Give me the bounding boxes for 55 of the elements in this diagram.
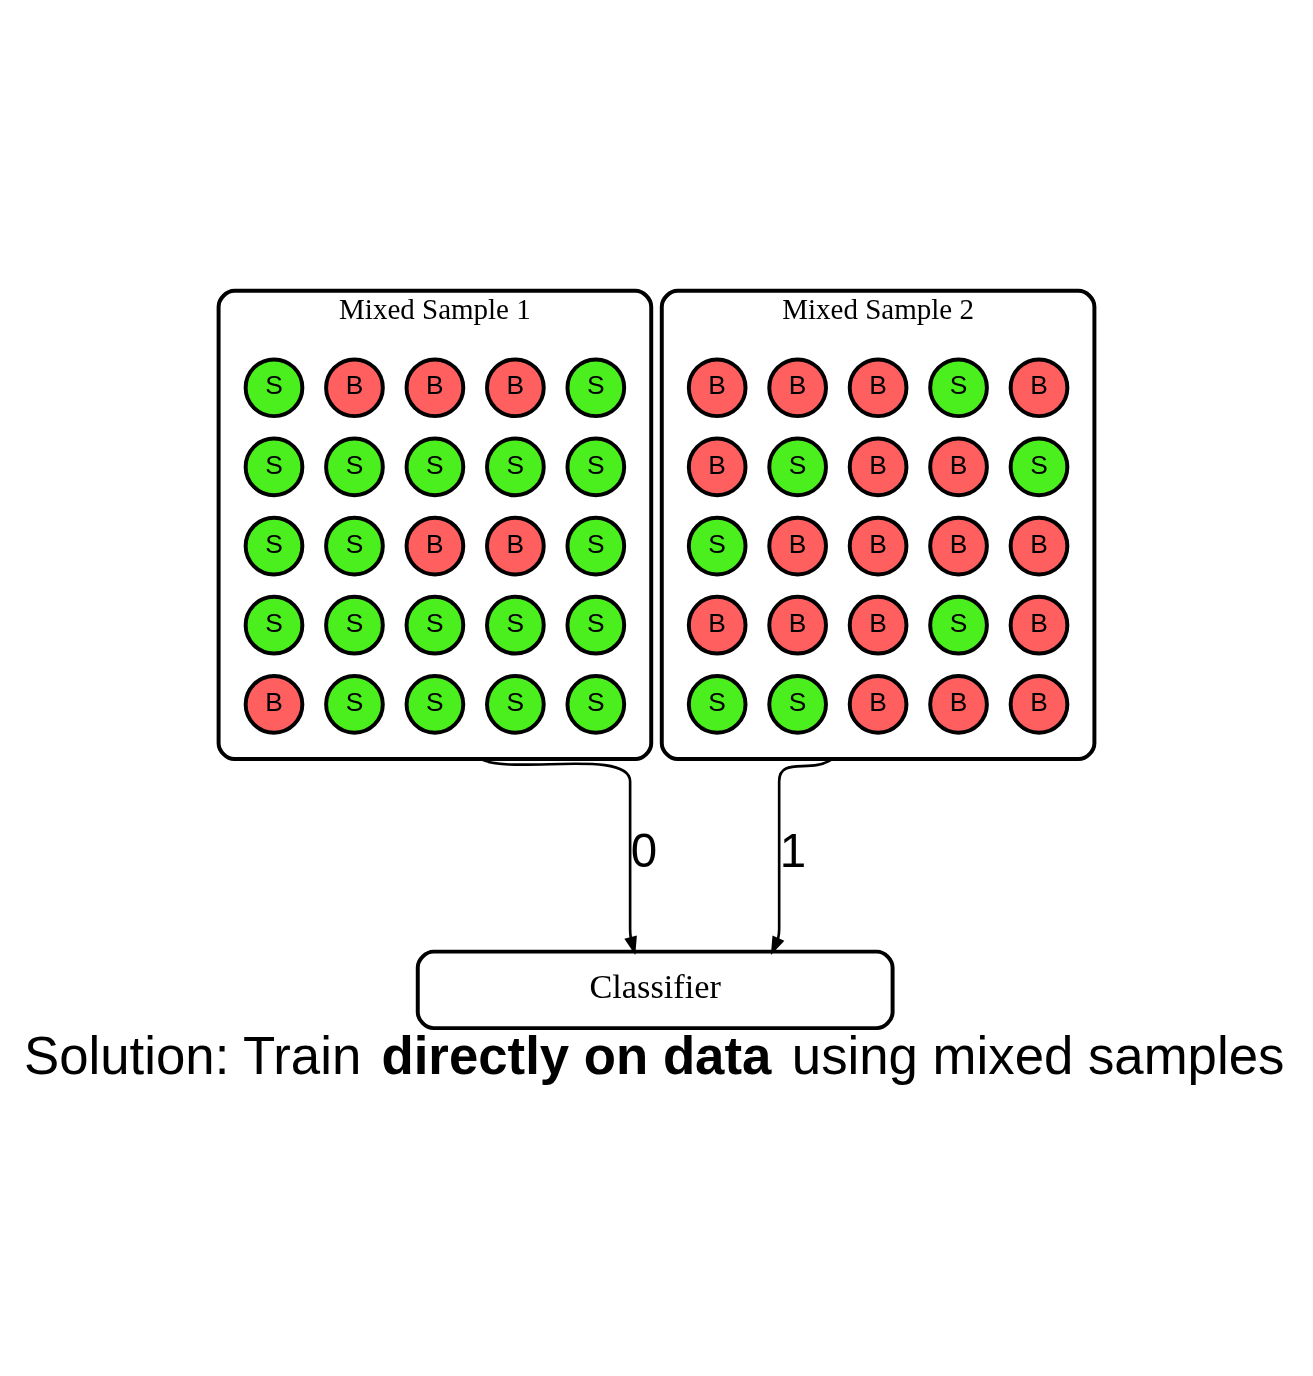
node-circle: S bbox=[565, 356, 627, 418]
node-circle: S bbox=[324, 594, 385, 656]
node-circle: S bbox=[565, 673, 627, 735]
node-circle: B bbox=[404, 515, 466, 576]
node-circle: B bbox=[243, 673, 305, 735]
node-circle: S bbox=[404, 594, 466, 656]
node-circle: S bbox=[686, 515, 748, 576]
node-circle: B bbox=[847, 515, 909, 576]
node-circle: S bbox=[243, 594, 305, 656]
node-circle: S bbox=[686, 673, 748, 735]
node-circle: B bbox=[686, 594, 748, 656]
node-circle: S bbox=[404, 436, 466, 497]
node-circle: B bbox=[767, 515, 828, 576]
node-circle: B bbox=[847, 436, 909, 497]
node-circle: S bbox=[565, 515, 627, 576]
node-circle: S bbox=[565, 436, 627, 497]
node-circle: S bbox=[928, 594, 989, 656]
node-circle: S bbox=[243, 515, 305, 576]
node-circle: S bbox=[767, 436, 828, 497]
node-circle: S bbox=[928, 356, 989, 418]
node-circle: B bbox=[928, 673, 989, 735]
node-circle: S bbox=[1008, 436, 1070, 497]
node-circle: S bbox=[324, 673, 385, 735]
node-circle: S bbox=[243, 356, 305, 418]
node-circle: B bbox=[1008, 356, 1070, 418]
arrow bbox=[480, 757, 637, 955]
node-circle: B bbox=[847, 594, 909, 656]
node-circle: B bbox=[767, 594, 828, 656]
node-circle: B bbox=[485, 515, 546, 576]
node-circle: B bbox=[404, 356, 466, 418]
node-circle: S bbox=[565, 594, 627, 656]
node-circle: B bbox=[1008, 594, 1070, 656]
node-circle: B bbox=[686, 436, 748, 497]
node-circle: S bbox=[324, 436, 385, 497]
edge-label: 1 bbox=[779, 823, 807, 877]
node-circle: B bbox=[847, 673, 909, 735]
node-circle: S bbox=[485, 436, 546, 497]
node-circle: B bbox=[847, 356, 909, 418]
node-circle: S bbox=[324, 515, 385, 576]
node-circle: S bbox=[243, 436, 305, 497]
node-circle: S bbox=[485, 673, 546, 735]
node-circle: S bbox=[767, 673, 828, 735]
node-circle: B bbox=[686, 356, 748, 418]
edge-label: 0 bbox=[630, 823, 658, 877]
node-circle: B bbox=[928, 436, 989, 497]
node-circle: B bbox=[767, 356, 828, 418]
node-circle: B bbox=[485, 356, 546, 418]
node-circle: B bbox=[1008, 673, 1070, 735]
node-box: Classifier bbox=[415, 949, 895, 1030]
node-circle: S bbox=[485, 594, 546, 656]
arrow bbox=[770, 757, 833, 955]
node-circle: B bbox=[324, 356, 385, 418]
node-circle: S bbox=[404, 673, 466, 735]
node-circle: B bbox=[1008, 515, 1070, 576]
node-circle: B bbox=[928, 515, 989, 576]
